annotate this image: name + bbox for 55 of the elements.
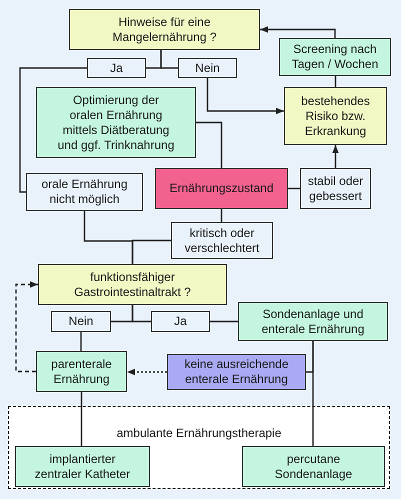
box-label: funktionsfähiger Gastrointestinaltrakt ?	[73, 270, 192, 300]
dashed-arrow	[127, 368, 167, 376]
action-box	[15, 446, 150, 487]
box-label: Nein	[68, 314, 94, 329]
box-label: keine ausreichende enterale Ernährung	[183, 357, 290, 387]
box-label: parenterale Ernährung	[50, 356, 113, 386]
question-box	[69, 9, 260, 50]
connector-line	[19, 67, 87, 193]
connector-line	[80, 392, 82, 446]
arrow	[260, 26, 336, 38]
frame-title: ambulante Ernährungstherapie	[116, 426, 282, 441]
connector-line	[160, 50, 178, 69]
box-label: orale Ernährung nicht möglich	[40, 177, 129, 207]
connector-line	[288, 188, 300, 190]
branch-box	[87, 58, 146, 78]
arrow	[206, 78, 284, 114]
connector-line	[132, 240, 171, 264]
box-label: kritisch oder verschlechtert	[184, 226, 260, 256]
connector-line	[132, 305, 151, 322]
box-label: stabil oder gebessert	[306, 174, 364, 204]
connector-line	[334, 76, 336, 87]
box-label: bestehendes Risiko bzw. Erkrankung	[300, 94, 371, 138]
box-label: percutane Sondenanlage	[274, 452, 354, 482]
branch-box	[151, 311, 210, 332]
connector-line	[312, 341, 314, 446]
action-box	[36, 87, 196, 158]
condition-box	[167, 354, 306, 390]
dashed-frame	[8, 406, 390, 489]
connector-line	[196, 122, 222, 168]
dashed-arrow	[15, 281, 38, 372]
box-label: Optimierung der oralen Ernährung mittels Diätberatung und ggf. Trinknahrung	[56, 92, 176, 152]
action-box	[36, 351, 127, 392]
outcome-box	[26, 173, 143, 211]
arrow	[332, 145, 339, 168]
box-label: Ja	[174, 314, 187, 329]
action-box	[279, 38, 391, 76]
action-box	[238, 302, 388, 341]
branch-box	[178, 58, 237, 78]
box-label: Ernährungszustand	[169, 181, 274, 196]
connector-line	[210, 320, 238, 322]
connector-line	[80, 332, 82, 351]
box-label: implantierter zentraler Katheter	[34, 452, 132, 482]
box-label: Nein	[195, 60, 220, 76]
outcome-box	[171, 222, 273, 259]
condition-box	[284, 87, 387, 145]
box-label: Sondenanlage und enterale Ernährung	[260, 306, 366, 336]
box-label: Ja	[110, 60, 123, 76]
branch-box	[51, 311, 111, 332]
action-box	[242, 446, 385, 487]
status-box	[155, 168, 288, 209]
box-label: Hinweise für eine Mangelernährung ?	[111, 14, 218, 44]
connector-line	[220, 209, 222, 222]
question-box	[38, 264, 227, 305]
box-label: Screening nach Tagen / Wochen	[290, 42, 380, 72]
outcome-box	[300, 168, 371, 209]
